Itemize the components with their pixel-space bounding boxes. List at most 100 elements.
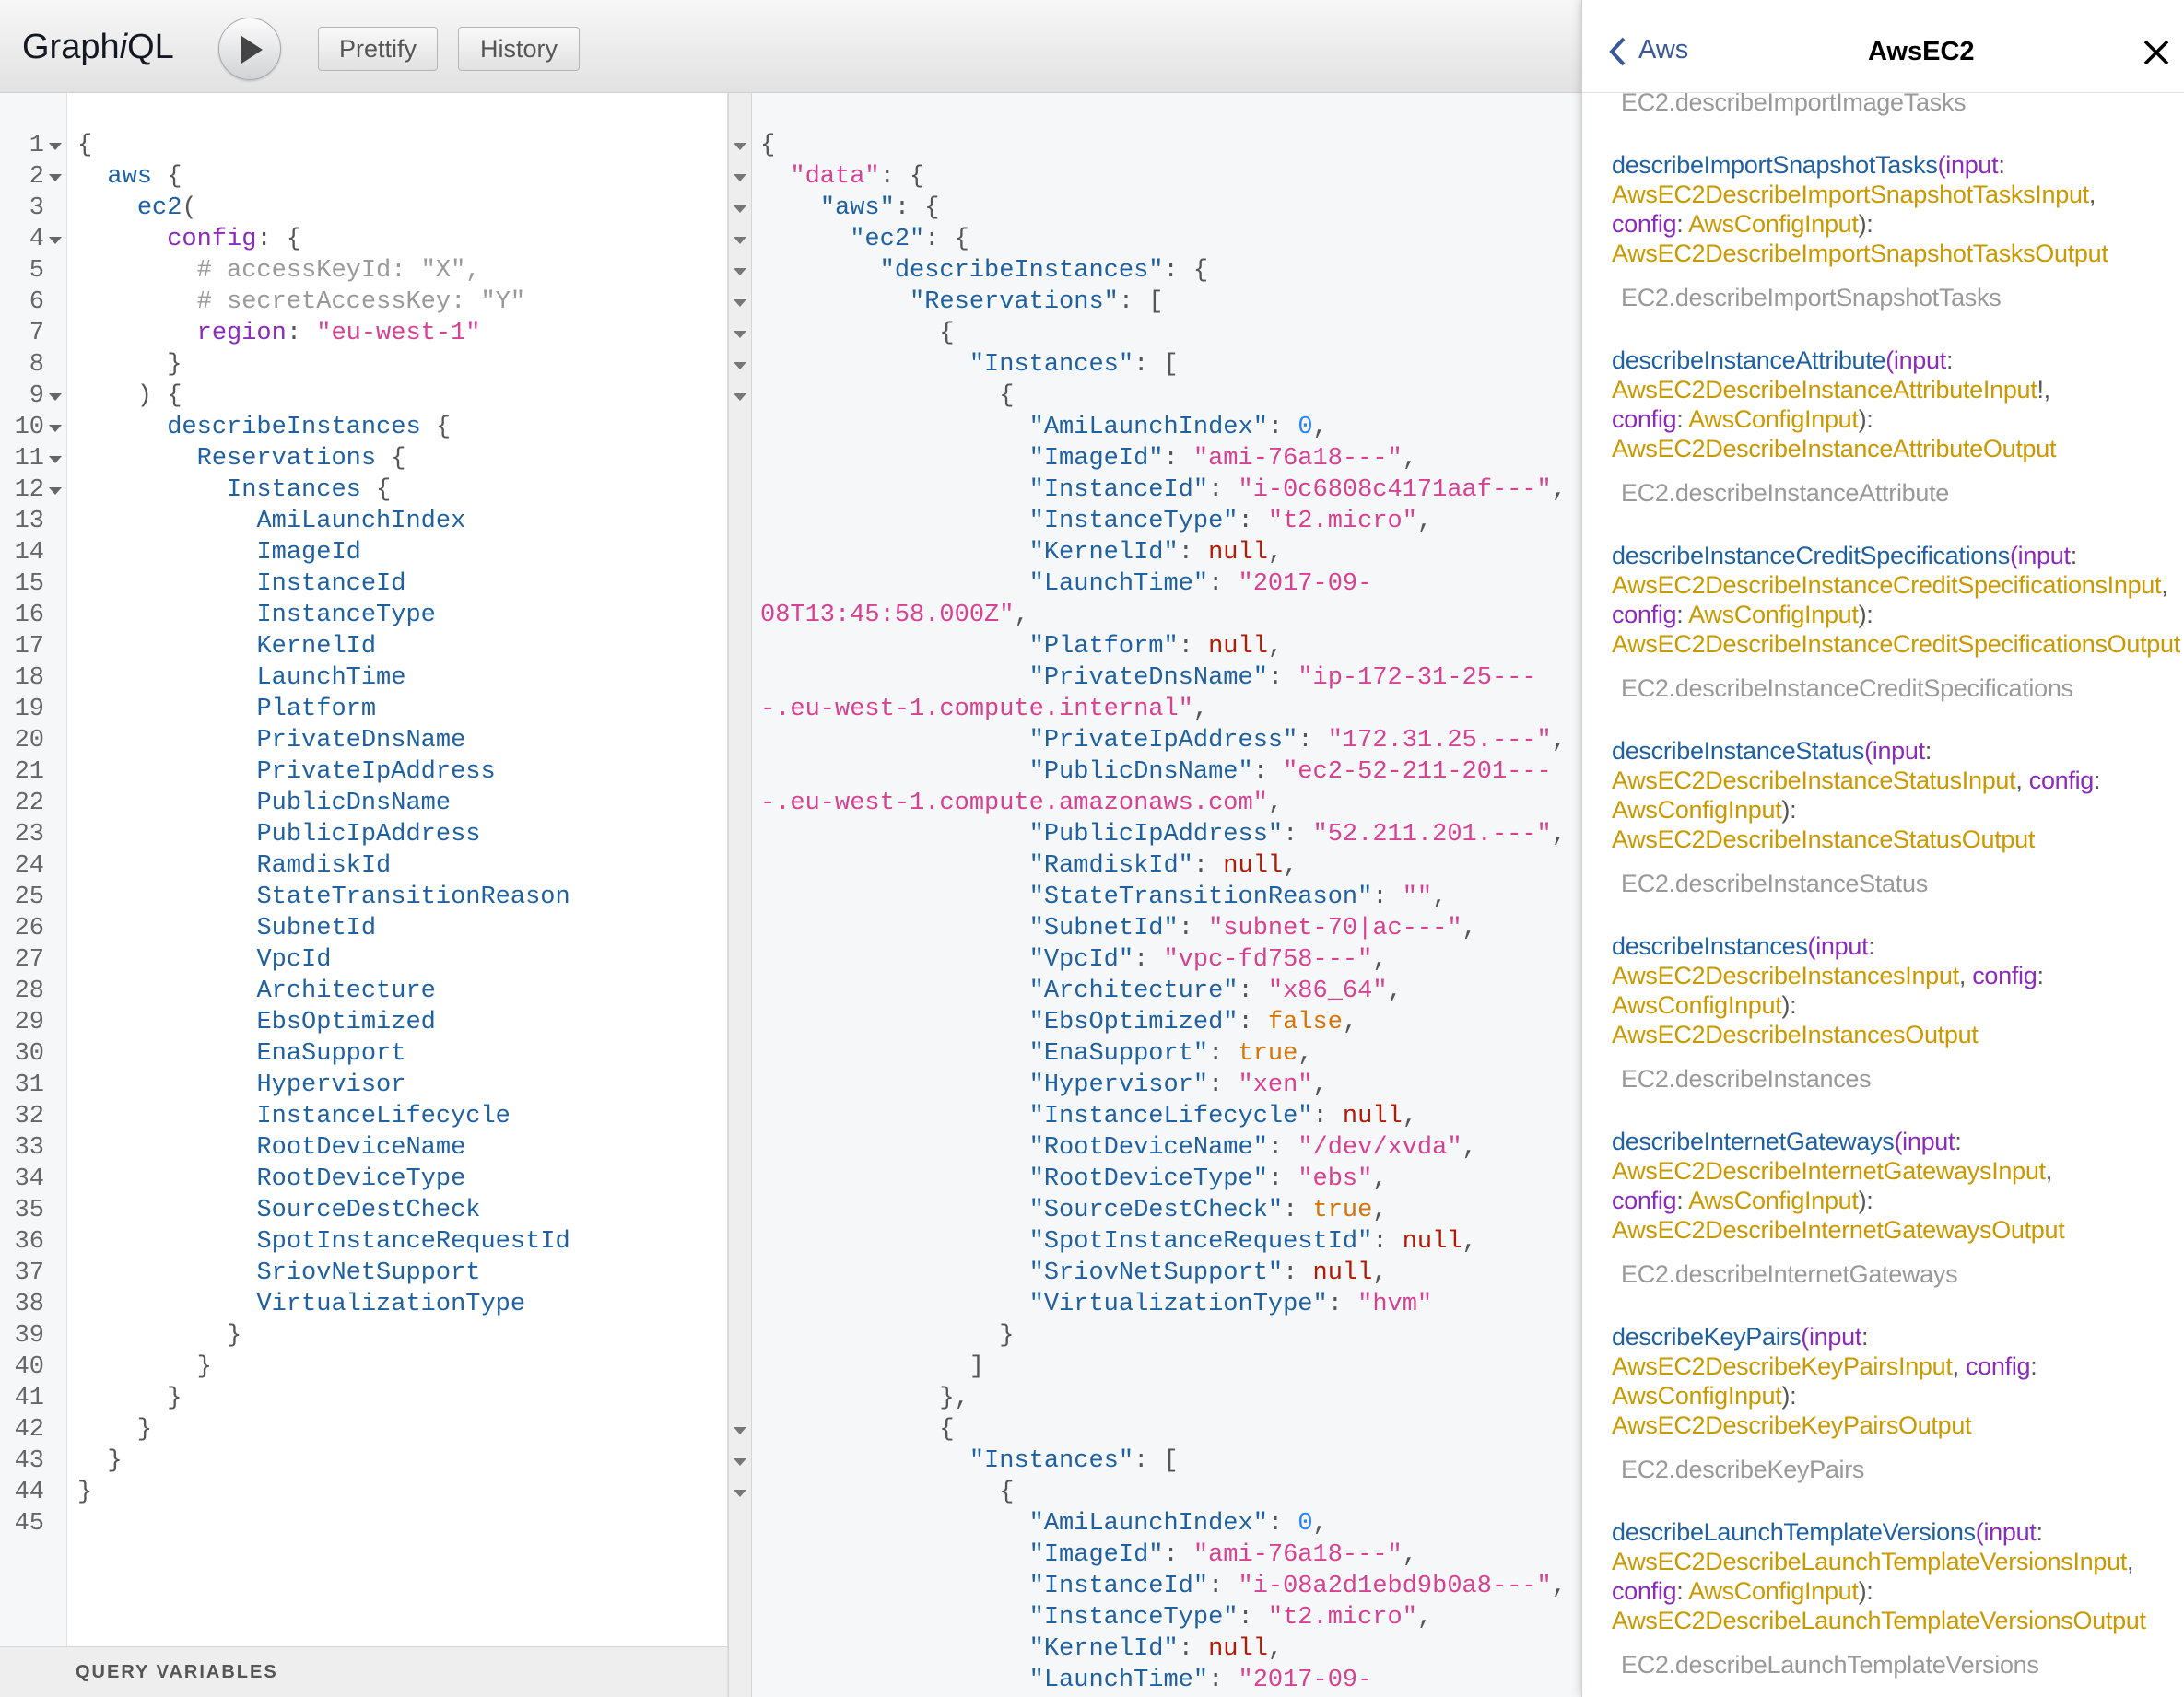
type-link[interactable]: AwsEC2DescribeInstanceAttributeInput xyxy=(1612,376,2037,404)
type-link[interactable]: AwsEC2DescribeKeyPairsInput xyxy=(1612,1352,1953,1380)
result-fold-arrow-icon[interactable] xyxy=(734,299,746,307)
code-token: : xyxy=(1178,539,1209,567)
punctuation: , xyxy=(2127,1548,2134,1575)
type-link[interactable]: AwsEC2DescribeInternetGatewaysInput xyxy=(1612,1157,2046,1185)
type-link[interactable]: AwsEC2DescribeLaunchTemplateVersionsOutp… xyxy=(1612,1607,2146,1634)
type-link[interactable]: AwsEC2DescribeInternetGatewaysOutput xyxy=(1612,1216,2065,1244)
code-token: RamdiskId xyxy=(256,852,392,880)
result-fold-arrow-icon[interactable] xyxy=(734,362,746,369)
query-line: PublicIpAddress xyxy=(77,819,480,850)
type-link[interactable]: AwsConfigInput xyxy=(1612,1382,1782,1410)
code-token xyxy=(760,226,850,253)
field-name-link[interactable]: describeInstances xyxy=(1612,932,1808,960)
type-link[interactable]: AwsEC2DescribeInstanceStatusOutput xyxy=(1612,825,2036,853)
fold-arrow-icon[interactable] xyxy=(49,237,62,244)
close-icon[interactable] xyxy=(2143,39,2170,66)
field-name-link[interactable]: describeInstanceAttribute xyxy=(1612,346,1886,374)
type-link[interactable]: AwsConfigInput xyxy=(1612,991,1782,1019)
query-variables-bar[interactable]: QUERY VARIABLES xyxy=(0,1646,728,1697)
code-token: "172.31.25.---" xyxy=(1327,727,1552,755)
code-token xyxy=(77,320,197,347)
code-token: "AmiLaunchIndex" xyxy=(1028,1510,1268,1538)
punctuation: ): xyxy=(1781,1382,1797,1410)
code-token: , xyxy=(1462,1228,1477,1256)
code-token: "describeInstances" xyxy=(879,257,1164,285)
type-link[interactable]: AwsConfigInput xyxy=(1688,1577,1859,1605)
code-token: { xyxy=(760,1479,1015,1506)
fold-arrow-icon[interactable] xyxy=(49,487,62,495)
type-link[interactable]: AwsEC2DescribeInstancesInput xyxy=(1612,962,1959,989)
result-fold-arrow-icon[interactable] xyxy=(734,393,746,401)
result-fold-arrow-icon[interactable] xyxy=(734,1458,746,1466)
type-link[interactable]: AwsEC2DescribeInstancesOutput xyxy=(1612,1021,1979,1048)
chevron-left-icon[interactable] xyxy=(1608,37,1626,66)
code-token: "" xyxy=(1402,884,1433,911)
type-link[interactable]: AwsConfigInput xyxy=(1688,1187,1859,1214)
docs-back-link[interactable]: Aws xyxy=(1638,35,1689,64)
code-token: : xyxy=(1267,1165,1298,1193)
history-button[interactable]: History xyxy=(458,27,580,71)
docs-field-description: EC2.describeImportImageTasks xyxy=(1621,93,1967,117)
execute-query-button[interactable] xyxy=(218,18,281,80)
type-link[interactable]: AwsConfigInput xyxy=(1612,796,1782,824)
result-fold-arrow-icon[interactable] xyxy=(734,174,746,181)
code-token: "2017-09- xyxy=(1238,1667,1373,1694)
query-line: InstanceType xyxy=(77,600,435,631)
fold-arrow-icon[interactable] xyxy=(49,393,62,401)
code-token: "x86_64" xyxy=(1267,977,1388,1005)
type-link[interactable]: AwsConfigInput xyxy=(1688,405,1859,433)
result-fold-arrow-icon[interactable] xyxy=(734,237,746,244)
type-link[interactable]: AwsEC2DescribeInstanceCreditSpecificatio… xyxy=(1612,630,2180,658)
query-editor[interactable]: { aws { ec2( config: { # accessKeyId: "X… xyxy=(0,93,728,1646)
fold-arrow-icon[interactable] xyxy=(49,174,62,181)
code-token: { xyxy=(152,163,182,191)
type-link[interactable]: AwsEC2DescribeImportSnapshotTasksInput xyxy=(1612,181,2089,208)
line-number: 44 xyxy=(14,1479,44,1506)
code-token: } xyxy=(77,1353,212,1381)
code-token xyxy=(77,602,256,629)
code-token xyxy=(760,163,790,191)
code-token: } xyxy=(77,351,182,379)
field-name-link[interactable]: describeInstanceCreditSpecifications xyxy=(1612,542,2010,569)
code-token: null xyxy=(1208,633,1268,661)
code-token: : [ xyxy=(1133,1447,1179,1475)
type-link[interactable]: AwsEC2DescribeInstanceAttributeOutput xyxy=(1612,435,2057,462)
result-fold-arrow-icon[interactable] xyxy=(734,205,746,213)
type-link[interactable]: AwsEC2DescribeKeyPairsOutput xyxy=(1612,1411,1972,1439)
field-name-link[interactable]: describeImportSnapshotTasks xyxy=(1612,151,1938,179)
code-token: "aws" xyxy=(819,194,895,222)
result-fold-arrow-icon[interactable] xyxy=(734,1490,746,1497)
prettify-button[interactable]: Prettify xyxy=(318,27,438,71)
type-link[interactable]: AwsEC2DescribeInstanceCreditSpecificatio… xyxy=(1612,571,2162,599)
type-link[interactable]: AwsEC2DescribeLaunchTemplateVersionsInpu… xyxy=(1612,1548,2128,1575)
result-fold-arrow-icon[interactable] xyxy=(734,268,746,275)
code-token: : xyxy=(1178,633,1209,661)
result-fold-arrow-icon[interactable] xyxy=(734,331,746,338)
code-token xyxy=(77,163,107,191)
code-token: , xyxy=(1267,1635,1284,1663)
code-token: "EnaSupport" xyxy=(1028,1040,1209,1068)
code-token: ImageId xyxy=(256,539,361,567)
code-token: "Platform" xyxy=(1028,633,1179,661)
fold-arrow-icon[interactable] xyxy=(49,425,62,432)
result-line: "Platform": null, xyxy=(760,631,1283,662)
code-token: "InstanceType" xyxy=(1028,1604,1239,1632)
code-token: describeInstances xyxy=(167,414,421,441)
code-token: AmiLaunchIndex xyxy=(256,508,466,535)
field-name-link[interactable]: describeInstanceStatus xyxy=(1612,737,1865,765)
fold-arrow-icon[interactable] xyxy=(49,456,62,463)
code-token: { xyxy=(360,476,392,504)
type-link[interactable]: AwsConfigInput xyxy=(1688,210,1859,238)
fold-arrow-icon[interactable] xyxy=(49,143,62,150)
query-line: aws { xyxy=(77,161,182,193)
type-link[interactable]: AwsConfigInput xyxy=(1688,601,1859,628)
type-link[interactable]: AwsEC2DescribeInstanceStatusInput xyxy=(1612,767,2016,794)
result-fold-arrow-icon[interactable] xyxy=(734,143,746,150)
field-name-link[interactable]: describeLaunchTemplateVersions xyxy=(1612,1518,1976,1546)
field-name-link[interactable]: describeKeyPairs xyxy=(1612,1323,1802,1351)
result-fold-arrow-icon[interactable] xyxy=(734,1427,746,1434)
result-viewer[interactable]: { "data": { "aws": { "ec2": { "describeI… xyxy=(752,93,1581,1697)
type-link[interactable]: AwsEC2DescribeImportSnapshotTasksOutput xyxy=(1612,240,2108,267)
code-token: ) { xyxy=(77,382,182,410)
field-name-link[interactable]: describeInternetGateways xyxy=(1612,1128,1895,1155)
